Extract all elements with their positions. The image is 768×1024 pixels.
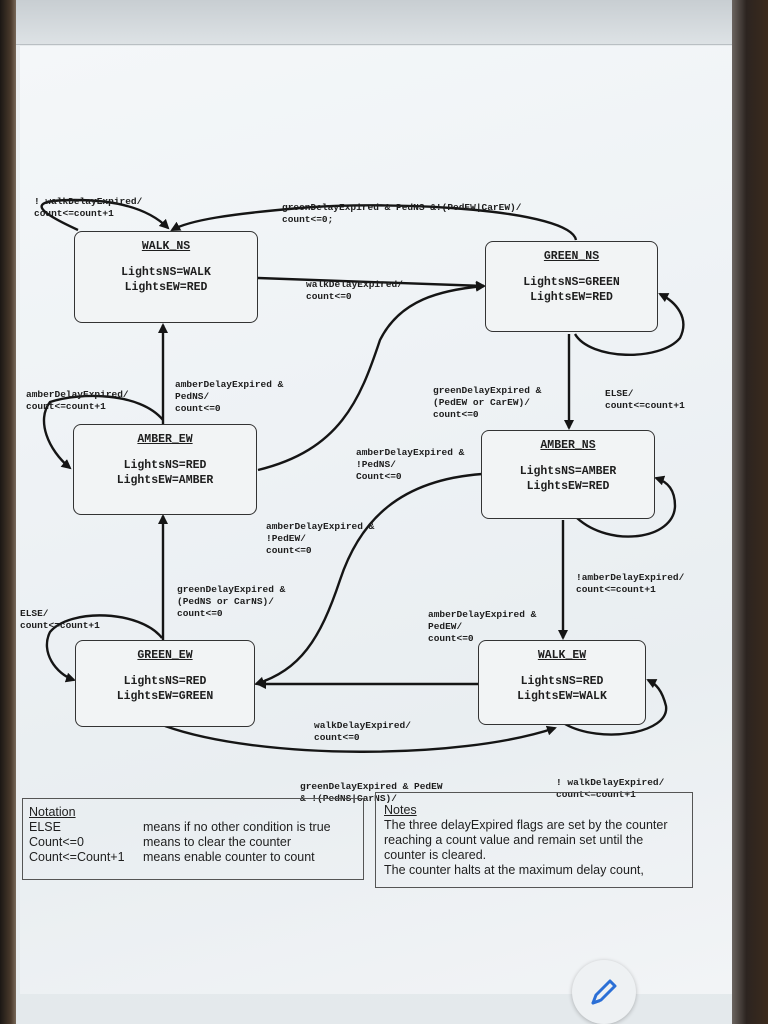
notation-value: means if no other condition is true xyxy=(143,820,331,834)
state-walk-ns: WALK_NS LightsNS=WALK LightsEW=RED xyxy=(74,231,258,323)
state-output-ew: LightsEW=RED xyxy=(124,281,208,294)
label-walk-ns-self: ! walkDelayExpired/count<=count+1 xyxy=(34,196,143,219)
state-green-ns: GREEN_NS LightsNS=GREEN LightsEW=RED xyxy=(485,241,658,332)
state-output-ns: LightsNS=RED xyxy=(123,675,207,688)
edit-button[interactable] xyxy=(572,960,636,1024)
label-walk-ns-to-green-ns: walkDelayExpired/count<=0 xyxy=(306,279,403,302)
state-title: AMBER_NS xyxy=(540,439,596,452)
label-walk-ew-self: ! walkDelayExpired/count<=count+1 xyxy=(556,777,665,800)
arrow-walk-ew-self xyxy=(564,678,668,736)
pencil-icon xyxy=(591,979,617,1005)
arrow-green-ns-to-walk-ns xyxy=(170,204,578,241)
notation-value: means enable counter to count xyxy=(143,850,315,864)
notes-box: Notes The three delayExpired flags are s… xyxy=(375,792,693,888)
device-frame-right xyxy=(732,0,768,1024)
label-green-ew-to-amber-ew: greenDelayExpired &(PedNS or CarNS)/coun… xyxy=(177,584,286,619)
arrow-green-ew-to-walk-ew xyxy=(164,724,557,753)
notation-row: Count<=0 means to clear the counter xyxy=(29,835,357,850)
state-output-ew: LightsEW=AMBER xyxy=(116,474,214,487)
state-output-ew: LightsEW=RED xyxy=(530,291,613,304)
state-title: WALK_EW xyxy=(537,649,587,662)
state-output-ew: LightsEW=WALK xyxy=(517,690,607,703)
notation-row: Count<=Count+1 means enable counter to c… xyxy=(29,850,357,865)
label-walk-ew-to-green-ew: walkDelayExpired/count<=0 xyxy=(314,720,411,743)
state-output-ns: LightsNS=RED xyxy=(123,459,207,472)
arrow-walk-ns-self xyxy=(40,198,170,232)
label-amber-ns-self: !amberDelayExpired/count<=count+1 xyxy=(576,572,685,595)
notes-heading: Notes xyxy=(384,803,417,817)
state-title: AMBER_EW xyxy=(137,433,193,446)
notation-heading: Notation xyxy=(29,805,76,819)
label-amber-ns-to-green-ew: amberDelayExpired &!PedEW/count<=0 xyxy=(266,521,375,556)
state-title: GREEN_EW xyxy=(137,649,193,662)
arrow-amber-ns-to-green-ew xyxy=(254,472,483,687)
notation-row: ELSE means if no other condition is true xyxy=(29,820,357,835)
state-output-ns: LightsNS=WALK xyxy=(121,266,211,279)
notes-line: The counter halts at the maximum delay c… xyxy=(384,863,644,877)
arrow-green-ew-self xyxy=(45,614,163,683)
document-page xyxy=(20,46,732,994)
state-output-ns: LightsNS=GREEN xyxy=(523,276,620,289)
state-walk-ew: WALK_EW LightsNS=RED LightsEW=WALK xyxy=(478,640,646,725)
label-amber-ew-to-green-ns: amberDelayExpired &!PedNS/Count<=0 xyxy=(356,447,465,482)
notation-value: means to clear the counter xyxy=(143,835,291,849)
notes-line: The three delayExpired flags are set by … xyxy=(384,818,668,832)
state-output-ns: LightsNS=RED xyxy=(520,675,604,688)
label-amber-ew-self: amberDelayExpired/count<=count+1 xyxy=(26,389,129,412)
arrow-amber-ns-self xyxy=(576,475,677,538)
label-green-ns-to-walk-ns: greenDelayExpired & PedNS &!(PedEW|CarEW… xyxy=(282,202,522,225)
arrow-walk-ns-to-green-ns xyxy=(257,276,486,291)
arrow-green-ns-self xyxy=(573,292,685,356)
device-frame-left xyxy=(0,0,18,1024)
label-amber-ew-to-walk-ns: amberDelayExpired &PedNS/count<=0 xyxy=(175,379,284,414)
notation-key: Count<=0 xyxy=(29,835,84,849)
label-green-ns-self: ELSE/count<=count+1 xyxy=(605,388,685,411)
notation-key: ELSE xyxy=(29,820,61,834)
state-title: WALK_NS xyxy=(141,240,191,253)
viewer-toolbar xyxy=(16,0,734,45)
state-amber-ns: AMBER_NS LightsNS=AMBER LightsEW=RED xyxy=(481,430,655,519)
arrow-amber-ew-to-green-ns xyxy=(257,281,486,472)
label-green-ns-to-amber-ns: greenDelayExpired &(PedEW or CarEW)/coun… xyxy=(433,385,542,420)
notation-key: Count<=Count+1 xyxy=(29,850,125,864)
label-amber-ns-to-walk-ew: amberDelayExpired &PedEW/count<=0 xyxy=(428,609,537,644)
label-green-ew-self: ELSE/count<=count+1 xyxy=(20,608,100,631)
notation-box: Notation ELSE means if no other conditio… xyxy=(22,798,364,880)
state-title: GREEN_NS xyxy=(543,250,600,263)
state-output-ns: LightsNS=AMBER xyxy=(519,465,617,478)
state-output-ew: LightsEW=RED xyxy=(526,480,610,493)
state-output-ew: LightsEW=GREEN xyxy=(116,690,214,703)
arrow-amber-ew-self xyxy=(42,394,164,470)
state-green-ew: GREEN_EW LightsNS=RED LightsEW=GREEN xyxy=(75,640,255,727)
notes-line: reaching a count value and remain set un… xyxy=(384,833,644,847)
state-amber-ew: AMBER_EW LightsNS=RED LightsEW=AMBER xyxy=(73,424,257,515)
notes-line: counter is cleared. xyxy=(384,848,487,862)
